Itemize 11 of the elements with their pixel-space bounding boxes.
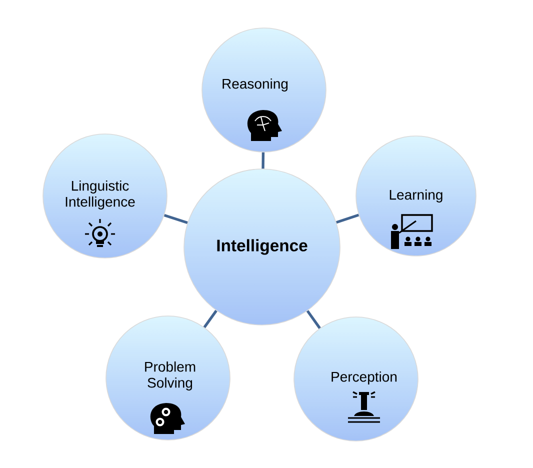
circle-node: Perception bbox=[294, 316, 418, 442]
connector-line bbox=[203, 310, 218, 328]
connector-line bbox=[262, 152, 265, 169]
connector-line bbox=[164, 214, 188, 224]
circle-node: Reasoning bbox=[202, 28, 326, 152]
circle-node: Linguistic Intelligence bbox=[42, 134, 168, 258]
circle-node: Problem Solving bbox=[106, 316, 230, 440]
connector-line bbox=[306, 310, 321, 329]
circle-node: Learning bbox=[356, 136, 476, 256]
connector-line bbox=[336, 214, 360, 224]
circle-node: Intelligence bbox=[184, 168, 340, 326]
